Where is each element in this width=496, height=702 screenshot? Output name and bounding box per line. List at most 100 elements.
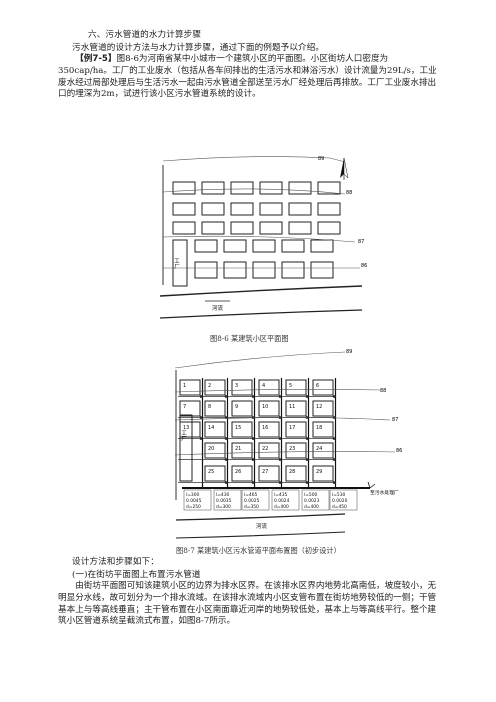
fig1-factory <box>172 239 188 287</box>
fig2-block <box>258 379 280 396</box>
fig2-pipe-label: 0.0024 <box>274 498 290 504</box>
fig2-block-number: 28 <box>289 469 295 475</box>
fig2-block <box>285 465 307 482</box>
fig2-factory-label: 工厂 <box>180 430 187 443</box>
fig2-pipe-label-box <box>183 489 212 511</box>
fig2-pipe-label: d=400 <box>304 504 319 510</box>
fig1-block <box>252 261 276 279</box>
fig2-block <box>258 421 280 438</box>
fig2-block-number: 4 <box>262 383 265 389</box>
fig2-block <box>285 400 307 417</box>
fig2-block-number: 21 <box>235 446 241 452</box>
fig2-pipe-label: 0.0045 <box>186 498 202 504</box>
fig1-block <box>201 202 225 216</box>
example-label: 【例7-5】 <box>75 54 117 64</box>
fig1-block <box>259 221 283 235</box>
fig2-block <box>204 465 226 482</box>
fig2-block <box>258 442 280 459</box>
figure-8-7-caption: 图8-7 某建筑小区污水管道平面布置图（初步设计） <box>176 546 341 555</box>
fig2-block <box>204 400 226 417</box>
fig1-block <box>172 202 196 216</box>
fig2-pipe-label: d=350 <box>244 504 259 510</box>
steps-intro: 设计方法和步骤如下： <box>72 557 159 567</box>
fig1-block <box>281 261 305 279</box>
fig2-block <box>179 400 201 417</box>
fig2-block <box>231 400 253 417</box>
fig1-contour-89-label: 89 <box>318 156 324 162</box>
fig2-pipe-label: l=300 <box>186 492 199 498</box>
fig2-pipe-label-box <box>271 489 300 511</box>
fig2-pipe-label: l=435 <box>274 492 287 498</box>
fig2-block <box>258 465 280 482</box>
example-paragraph: 【例7-5】图8-6为河南省某中小城市一个建筑小区的平面图。小区街坊人口密度为3… <box>58 54 440 101</box>
fig1-contour-88 <box>162 188 346 195</box>
fig2-block-number: 18 <box>316 425 322 431</box>
fig2-outlet <box>367 481 376 489</box>
fig2-block-number: 22 <box>262 446 268 452</box>
fig1-block <box>223 239 247 253</box>
fig1-block <box>230 221 254 235</box>
fig2-block-number: 1 <box>183 383 186 389</box>
fig2-block-number: 2 <box>208 383 211 389</box>
fig1-blocks <box>172 181 341 279</box>
fig2-river-label: 河流 <box>256 522 268 530</box>
fig2-pipe-label-box <box>241 489 270 511</box>
fig2-river-bank-top <box>175 513 346 521</box>
fig1-contour-87 <box>162 235 356 243</box>
fig2-pipe-labels: l=3000.0045d=250l=4300.0035d=300l=4650.0… <box>183 489 358 511</box>
fig2-block-number: 14 <box>208 425 214 431</box>
fig2-pipe-label: 0.0023 <box>304 498 320 504</box>
fig2-block-number: 26 <box>235 469 241 475</box>
figure-8-6-caption: 图8-6 某建筑小区平面图 <box>210 334 289 343</box>
fig1-block <box>288 181 312 195</box>
fig2-pipe-label: d=300 <box>216 504 231 510</box>
fig2-river-bank-bottom <box>175 531 346 539</box>
fig2-block <box>285 379 307 396</box>
fig2-block <box>204 379 226 396</box>
fig2-block-number: 15 <box>235 425 241 431</box>
fig1-block <box>194 261 218 279</box>
fig2-factory <box>179 414 193 482</box>
fig2-contour-89 <box>174 351 346 369</box>
fig1-block <box>230 181 254 195</box>
north-arrow-icon <box>340 157 349 180</box>
fig2-contour-88-label: 88 <box>380 388 386 394</box>
fig2-block <box>285 442 307 459</box>
fig2-block <box>312 442 334 459</box>
fig1-block <box>281 239 305 253</box>
fig2-block <box>285 421 307 438</box>
fig2-block <box>258 400 280 417</box>
fig2-block <box>179 379 201 396</box>
fig2-pipe-label-box <box>301 489 330 511</box>
fig1-contour-89 <box>162 156 346 163</box>
fig1-block <box>288 221 312 235</box>
fig2-block <box>231 465 253 482</box>
fig1-block <box>252 239 276 253</box>
fig2-pipe-label-box <box>329 489 358 511</box>
fig1-block <box>310 239 334 253</box>
fig1-contour-86-label: 86 <box>361 263 367 269</box>
fig2-block <box>312 421 334 438</box>
fig2-block-number: 6 <box>316 383 319 389</box>
fig1-block <box>288 202 312 216</box>
fig2-pipe-label: 0.0035 <box>216 498 232 504</box>
fig2-block-number: 16 <box>262 425 268 431</box>
fig1-block <box>223 261 247 279</box>
fig1-block <box>259 181 283 195</box>
section-title: 六、污水管道的水力计算步骤 <box>88 30 202 40</box>
fig1-block <box>317 181 341 195</box>
fig2-pipe-label: d=250 <box>186 504 201 510</box>
fig1-contour-88-label: 88 <box>346 190 352 196</box>
fig2-pipe-label-box <box>213 489 242 511</box>
fig2-contour-87-label: 87 <box>392 417 398 423</box>
fig2-block <box>231 379 253 396</box>
fig2-block <box>231 442 253 459</box>
fig2-pipe-label: 0.0020 <box>332 498 348 504</box>
fig2-block-number: 7 <box>183 404 186 410</box>
fig2-block <box>312 465 334 482</box>
example-text: 图8-6为河南省某中小城市一个建筑小区的平面图。小区街坊人口密度为350cap/… <box>58 54 437 100</box>
fig2-block <box>231 421 253 438</box>
step1-title: (一)在街坊平面图上布置污水管道 <box>72 570 201 580</box>
fig2-pipe-label: l=465 <box>244 492 257 498</box>
fig2-block-number: 23 <box>289 446 295 452</box>
